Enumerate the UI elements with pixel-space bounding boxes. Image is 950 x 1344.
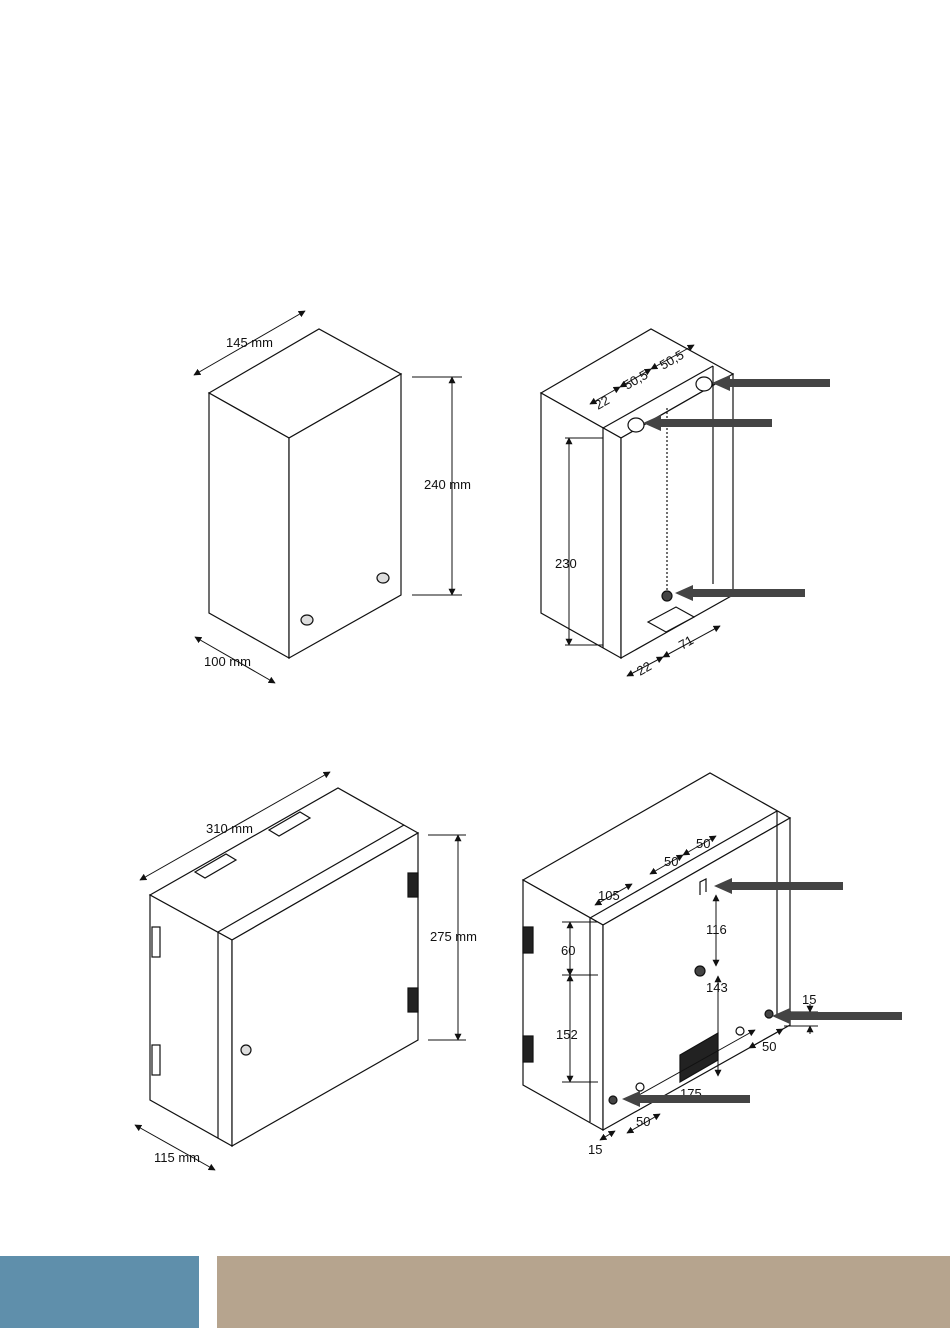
- large-back-left-60: 60: [561, 943, 575, 958]
- cable-hole-icon: [696, 377, 712, 391]
- hinge: [523, 1036, 533, 1062]
- lock-icon: [301, 615, 313, 625]
- lock-icon: [377, 573, 389, 583]
- large-back-right-15: 15: [802, 992, 816, 1007]
- large-back-top-50-b: 50: [696, 836, 710, 851]
- large-back-right-50: 50: [762, 1039, 776, 1054]
- screw-hole-icon: [636, 1083, 644, 1091]
- cable-hole-icon: [628, 418, 644, 432]
- lock-icon: [241, 1045, 251, 1055]
- small-back-bottom-22: 22: [634, 658, 654, 678]
- hinge: [408, 873, 418, 897]
- footer-bar-left: [0, 1256, 199, 1328]
- hinge: [408, 988, 418, 1012]
- hinge: [523, 927, 533, 953]
- large-front-height-label: 275 mm: [430, 929, 477, 944]
- pointer-arrow-icon: [772, 1008, 902, 1024]
- small-back-height-label: 230: [555, 556, 577, 571]
- screw-hole-icon: [695, 966, 705, 976]
- small-back-bottom-71: 71: [676, 632, 696, 652]
- screw-hole-icon: [736, 1027, 744, 1035]
- screw-hole-icon: [662, 591, 672, 601]
- footer-bar-right: [217, 1256, 950, 1328]
- large-back-top-105: 105: [598, 888, 620, 903]
- large-back-center-116: 116: [706, 922, 727, 937]
- large-front-width-label: 310 mm: [206, 821, 253, 836]
- screw-hole-icon: [765, 1010, 773, 1018]
- large-back-center-143: 143: [706, 980, 728, 995]
- pointer-arrow-icon: [712, 375, 830, 391]
- large-back-left-152: 152: [556, 1027, 578, 1042]
- small-front-height-label: 240 mm: [424, 477, 471, 492]
- large-back-top-50-a: 50: [664, 854, 678, 869]
- small-front-width-label: 145 mm: [226, 335, 273, 350]
- small-box-front: [209, 329, 401, 658]
- large-front-depth-label: 115 mm: [154, 1150, 200, 1165]
- large-back-bottom-50: 50: [636, 1114, 650, 1129]
- large-back-bottom-15: 15: [588, 1142, 602, 1157]
- small-front-depth-label: 100 mm: [204, 654, 251, 669]
- large-box-front: [150, 788, 418, 1146]
- screw-hole-icon: [609, 1096, 617, 1104]
